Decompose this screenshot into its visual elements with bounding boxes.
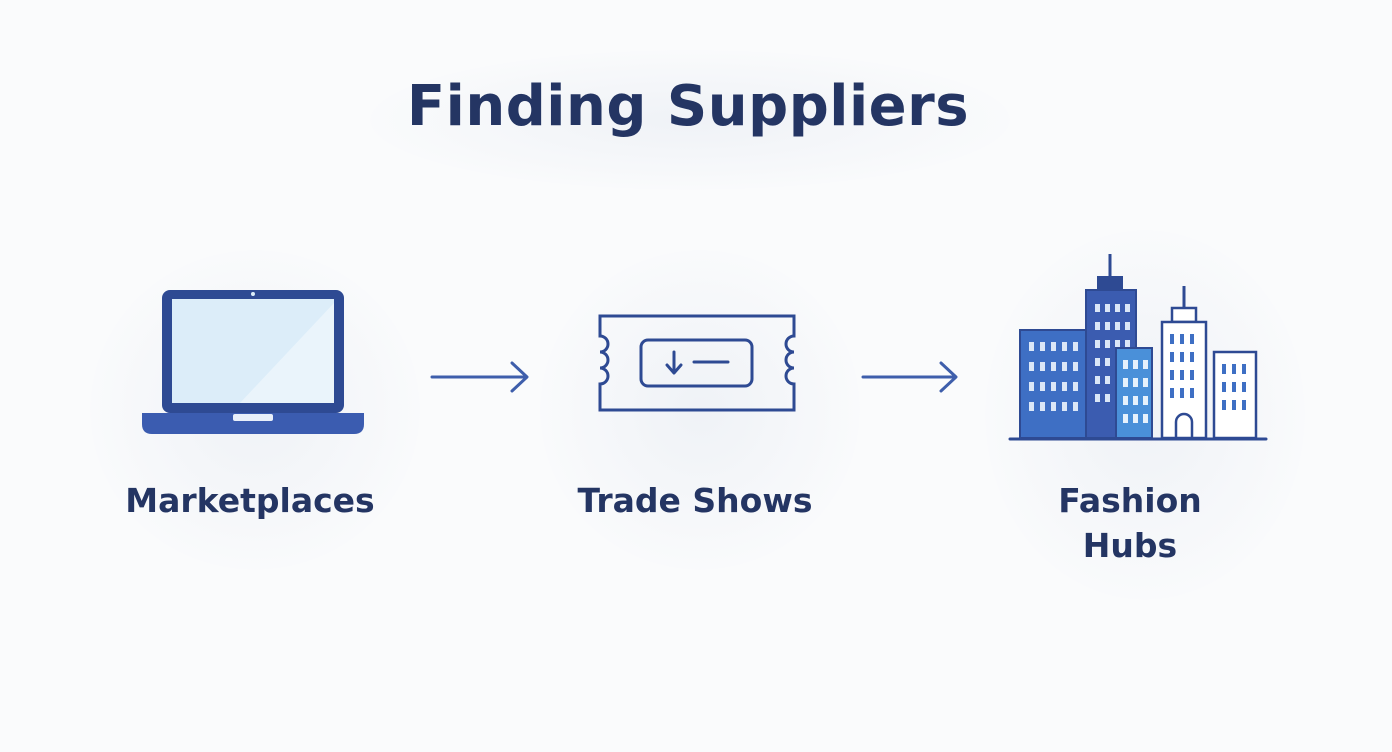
diagram-title: Finding Suppliers	[406, 74, 970, 139]
city-buildings-icon	[1008, 254, 1268, 441]
step-label-marketplaces: Marketplaces	[125, 481, 375, 520]
step-label-fashion-hubs: Fashion Hubs	[990, 478, 1270, 568]
arrow-right-icon	[861, 361, 958, 393]
step-label-line: Hubs	[1082, 526, 1178, 565]
arrow-right-icon	[430, 361, 529, 393]
ticket-icon	[598, 314, 796, 412]
step-label-trade-shows: Trade Shows	[577, 481, 813, 520]
laptop-icon	[142, 290, 364, 434]
title-glow	[370, 50, 1010, 190]
step-label-line: Fashion	[1058, 481, 1202, 520]
